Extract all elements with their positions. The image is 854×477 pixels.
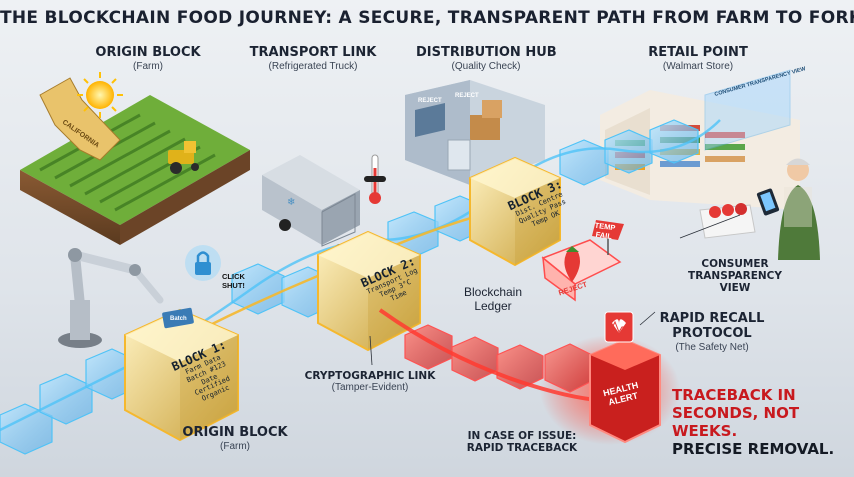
label-distribution: DISTRIBUTION HUB (Quality Check) <box>416 45 557 72</box>
retail-heading: RETAIL POINT <box>648 45 748 60</box>
california-map <box>39 77 121 161</box>
retail-sub: (Walmart Store) <box>662 60 734 72</box>
cryptographic-link-label: CRYPTOGRAPHIC LINK (Tamper-Evident) <box>300 370 440 394</box>
traceback-callout: TRACEBACK IN SECONDS, NOT WEEKS. PRECISE… <box>672 386 852 458</box>
page-title: THE BLOCKCHAIN FOOD JOURNEY: A SECURE, T… <box>0 8 854 28</box>
origin-top-sub: (Farm) <box>133 60 163 72</box>
lock-icon <box>185 245 221 281</box>
origin-top-heading: ORIGIN BLOCK <box>95 45 201 60</box>
heart-pulse-icon <box>604 311 634 343</box>
origin-bottom-heading: ORIGIN BLOCK <box>182 425 288 440</box>
consumer-person <box>778 158 820 260</box>
thermometer-icon <box>364 154 386 204</box>
consumer-line1: CONSUMER <box>701 258 769 270</box>
shut-label: SHUT! <box>222 281 245 290</box>
hub-sign-reject-2: REJECT <box>455 93 479 99</box>
strawberry-icon <box>564 246 580 282</box>
temp-fail-flag <box>592 220 624 255</box>
transport-sub: (Refrigerated Truck) <box>268 60 358 72</box>
transport-heading: TRANSPORT LINK <box>249 45 377 60</box>
label-transport: TRANSPORT LINK (Refrigerated Truck) <box>248 45 378 72</box>
case-line2: RAPID TRACEBACK <box>466 442 578 455</box>
distribution-sub: (Quality Check) <box>451 60 521 72</box>
crypto-sub: (Tamper-Evident) <box>331 382 409 394</box>
block-1 <box>124 307 239 442</box>
robot-arm-icon <box>58 248 164 348</box>
distribution-heading: DISTRIBUTION HUB <box>416 45 557 60</box>
consumer-line2: TRANSPARENCY <box>688 270 782 283</box>
traceback-line1: TRACEBACK IN <box>672 386 796 404</box>
click-label: CLICK <box>222 272 245 281</box>
ledger-line2: Ledger <box>474 298 512 313</box>
blockchain-ledger-label: Blockchain Ledger <box>448 285 538 314</box>
ledger-line1: Blockchain <box>463 285 523 299</box>
annotation-lines <box>369 214 741 366</box>
consumer-view-label: CONSUMER TRANSPARENCY VIEW <box>680 258 790 294</box>
retail-store <box>600 69 800 210</box>
reject-bin <box>541 239 622 302</box>
traceback-line2: SECONDS, NOT WEEKS. <box>672 404 800 440</box>
blue-chain-back <box>231 119 699 318</box>
farm-field <box>20 77 250 245</box>
sun-icon <box>77 72 123 118</box>
distribution-hub <box>405 80 545 185</box>
hub-sign-reject-1: REJECT <box>418 98 442 104</box>
tractor-icon <box>168 141 199 174</box>
label-origin-top: ORIGIN BLOCK (Farm) <box>88 45 208 72</box>
chip-label: Batch <box>170 316 187 322</box>
recall-sub: (The Safety Net) <box>675 341 749 353</box>
temp-fail-label: TEMP FAIL <box>593 221 616 242</box>
recall-line1: RAPID RECALL <box>659 311 765 326</box>
case-line1: IN CASE OF ISSUE: <box>467 430 577 442</box>
crypto-heading: CRYPTOGRAPHIC LINK <box>304 370 436 382</box>
recall-line2: PROTOCOL <box>672 325 752 341</box>
blue-chain-front <box>0 348 139 455</box>
strawberry-basket <box>699 203 756 239</box>
consumer-line3: VIEW <box>719 282 751 295</box>
origin-bottom-sub: (Farm) <box>220 440 250 452</box>
traceback-line3: PRECISE REMOVAL. <box>672 440 835 458</box>
truck-icon: ❄ <box>262 155 360 256</box>
origin-bottom-label: ORIGIN BLOCK (Farm) <box>180 425 290 452</box>
block-3 <box>469 156 561 267</box>
tablet-icon <box>756 188 780 216</box>
click-shut-label: CLICK SHUT! <box>222 272 245 290</box>
rapid-recall-label: RAPID RECALL PROTOCOL (The Safety Net) <box>652 311 772 353</box>
svg-text:❄: ❄ <box>287 197 295 208</box>
label-retail: RETAIL POINT (Walmart Store) <box>638 45 758 72</box>
case-of-issue-label: IN CASE OF ISSUE: RAPID TRACEBACK <box>462 430 582 454</box>
